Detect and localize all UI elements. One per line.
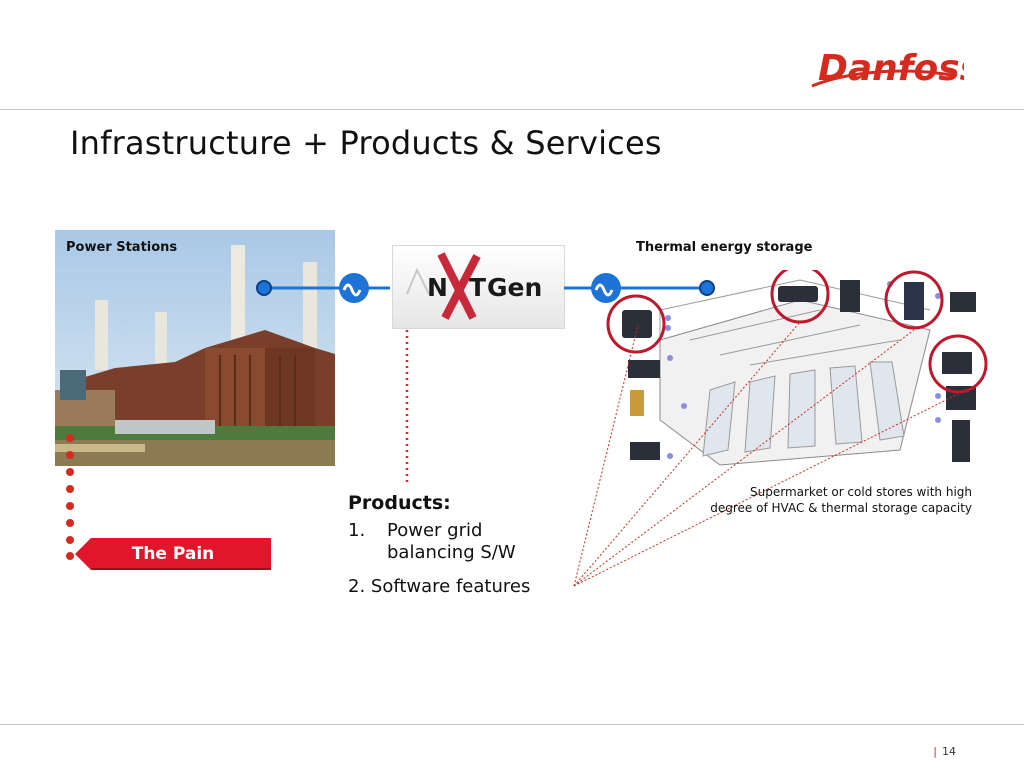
nextgen-logo: N T Gen	[392, 245, 565, 329]
product-item-1-line1: Power grid	[387, 520, 483, 541]
product-item-1-line2: balancing S/W	[387, 542, 516, 563]
page-number: 14	[942, 745, 956, 758]
supermarket-caption-line2: degree of HVAC & thermal storage capacit…	[710, 501, 972, 515]
thermal-storage-label: Thermal energy storage	[636, 240, 813, 255]
power-stations-label: Power Stations	[66, 240, 178, 255]
product-item-2: 2. Software features	[348, 576, 531, 597]
supermarket-illustration	[600, 264, 990, 480]
grid-connection-right	[564, 273, 715, 303]
danfoss-logo: Danfoss	[806, 36, 981, 98]
supermarket-caption: Supermarket or cold stores with high deg…	[672, 484, 972, 516]
grid-connection-left	[256, 273, 390, 303]
the-pain-tag: The Pain	[75, 538, 271, 570]
power-station-image	[55, 230, 335, 466]
supermarket-caption-line1: Supermarket or cold stores with high	[750, 485, 972, 499]
the-pain-label: The Pain	[131, 544, 215, 564]
products-heading: Products:	[348, 492, 451, 514]
page-footer: | 14	[933, 745, 956, 758]
nextgen-logo-gen: Gen	[487, 273, 542, 302]
footer-rule	[0, 724, 1024, 725]
nextgen-logo-n: N	[427, 273, 448, 302]
nextgen-logo-t: T	[469, 273, 486, 302]
footer-separator: |	[933, 745, 937, 758]
header-rule	[0, 109, 1024, 110]
product-item-1-number: 1.	[348, 520, 366, 541]
svg-text:Danfoss: Danfoss	[818, 48, 964, 89]
page-title: Infrastructure + Products & Services	[70, 124, 662, 162]
